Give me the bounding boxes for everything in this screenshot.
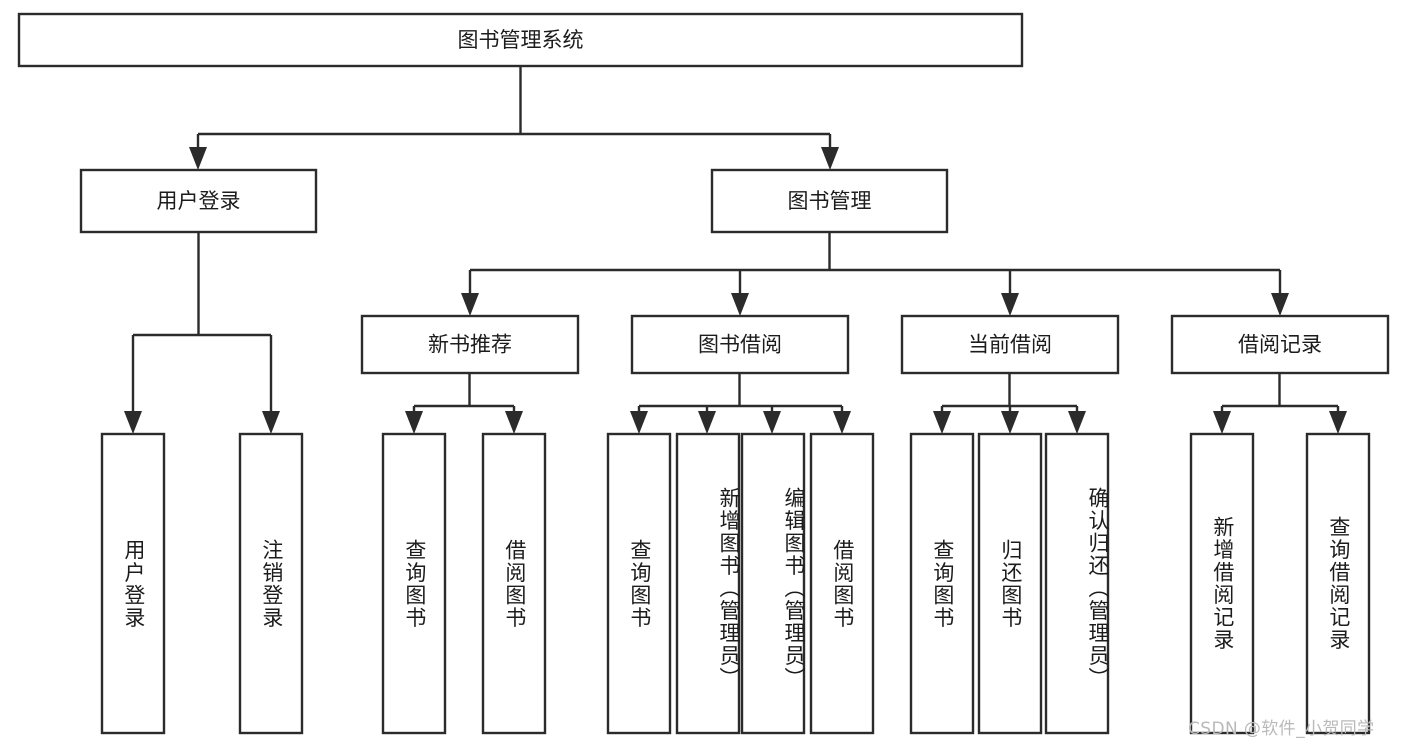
leaf-return-book-box[interactable] [977,432,1043,735]
arrow-head-leaf-logout-login [262,411,280,434]
arrow-head-leaf-borrow-book-1 [505,411,523,434]
node-root-box[interactable] [17,12,1024,68]
arrow-head-current-borrow [1001,293,1019,316]
leaf-logout-login-box[interactable] [238,432,304,735]
leaf-query-record-box[interactable] [1305,432,1371,735]
arrow-head-leaf-query-book-1 [405,411,423,434]
connector-group-borrow-record [1213,373,1347,434]
arrow-head-leaf-confirm-return [1068,411,1086,434]
connector-group-current-borrow [933,373,1086,434]
leaf-add-record-box[interactable] [1189,432,1255,735]
node-user-login-label: 用户登录 [157,189,241,213]
arrow-head-leaf-return-book [1001,411,1019,434]
connector-group-book-manage [461,232,1289,316]
arrow-head-borrow-record [1271,293,1289,316]
connector-group-user-login [124,232,280,434]
arrow-head-leaf-borrow-book-2 [833,411,851,434]
connector-group-book-borrow [630,373,851,434]
node-book-borrow-box[interactable] [630,314,850,375]
node-current-borrow-box[interactable] [900,314,1120,375]
leaf-confirm-return-box[interactable] [1044,432,1110,735]
arrow-head-leaf-add-book [698,411,716,434]
csdn-watermark: CSDN @软件_小贺同学 [1188,719,1375,739]
node-user-login-box[interactable] [79,168,318,234]
arrow-head-leaf-query-book-3 [933,411,951,434]
arrow-head-book-manage [821,147,839,170]
arrow-head-leaf-user-login [124,411,142,434]
arrow-head-user-login [189,147,207,170]
arrow-head-leaf-query-book-2 [630,411,648,434]
node-book-borrow-label: 图书借阅 [698,333,782,357]
leaf-query-book-2-box[interactable] [606,432,672,735]
connector-group-root [189,66,839,170]
arrow-head-leaf-query-record [1329,411,1347,434]
node-book-manage-box[interactable] [710,168,949,234]
connector-group-new-book-recommend [405,373,523,434]
leaf-borrow-book-2-box[interactable] [809,432,875,735]
leaf-query-book-3-box[interactable] [909,432,975,735]
node-borrow-record-box[interactable] [1170,314,1390,375]
arrow-head-leaf-edit-book [763,411,781,434]
node-current-borrow-label: 当前借阅 [968,333,1052,357]
arrow-head-book-borrow [731,293,749,316]
node-borrow-record-label: 借阅记录 [1238,333,1322,357]
node-book-manage-label: 图书管理 [788,189,872,213]
arrow-head-new-book-recommend [461,293,479,316]
leaf-user-login-box[interactable] [100,432,166,735]
leaf-query-book-1-box[interactable] [381,432,447,735]
node-root-label: 图书管理系统 [458,28,584,52]
node-new-book-recommend-box[interactable] [360,314,580,375]
leaf-borrow-book-1-box[interactable] [481,432,547,735]
node-new-book-recommend-label: 新书推荐 [428,333,512,357]
leaf-edit-book-box[interactable] [740,432,806,735]
leaf-add-book-box[interactable] [675,432,741,735]
arrow-head-leaf-add-record [1213,411,1231,434]
